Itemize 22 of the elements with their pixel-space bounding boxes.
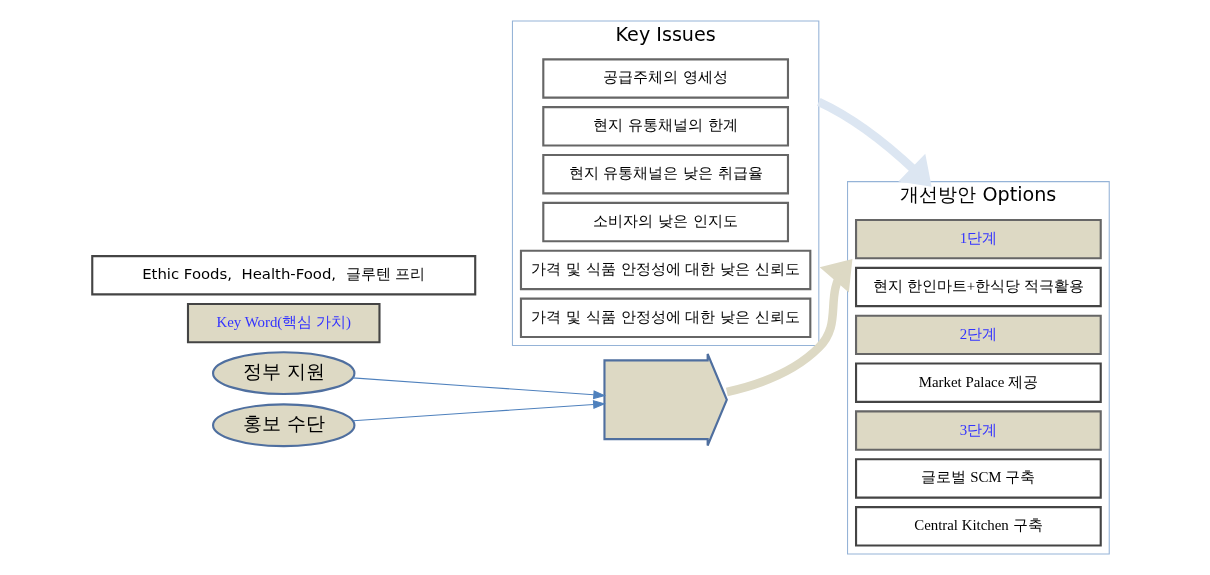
node-box: 2단계 [855,314,1102,356]
node-box: Market Palace 제공 [855,362,1102,403]
node-box: 현지 한인마트+한식당 적극활용 [855,266,1102,308]
node-box: 글로벌 SCM 구축 [855,458,1102,499]
arrow [816,98,932,187]
arrow [725,259,853,397]
node-box: 공급주체의 영세성 [542,58,790,99]
arrow [352,400,606,422]
node-ellipse: 정부 지원 [212,351,356,396]
node-ellipse: 홍보 수단 [212,403,356,448]
node-box: 가격 및 식품 안정성에 대한 낮은 신뢰도 [519,249,812,291]
arrow [352,377,607,400]
node-box: 소비자의 낮은 인지도 [542,201,790,243]
node-box: 현지 유통채널은 낮은 취급율 [542,154,790,195]
node-box: 1단계 [855,218,1102,260]
node-box: Key Word(핵심 가치) [186,302,381,344]
node-box: 3단계 [855,410,1102,451]
node-box: 가격 및 식품 안정성에 대한 낮은 신뢰도 [519,297,812,339]
node-box: 현지 유통채널의 한계 [542,106,790,147]
node-box: Central Kitchen 구축 [855,506,1102,547]
node-box: Ethic Foods, Health-Food, 글루텐 프리 [91,255,477,296]
node-arrow [603,352,728,447]
